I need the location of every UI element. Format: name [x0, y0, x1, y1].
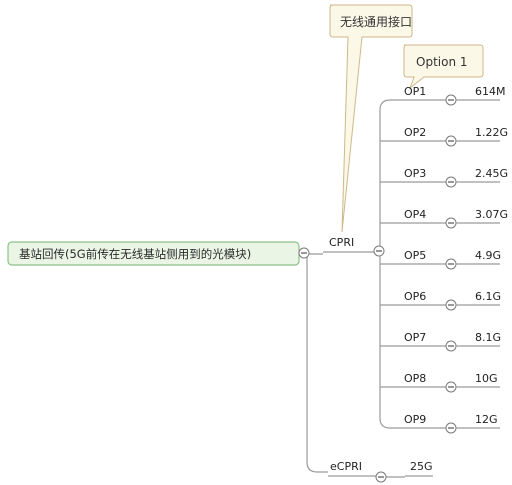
cpri-callout-bubble [329, 4, 413, 233]
op-value-label: 3.07G [475, 208, 508, 221]
op1-callout-bubble [403, 44, 484, 90]
op-value-label: 2.45G [475, 167, 508, 180]
op-value-label: 12G [475, 413, 498, 426]
cpri-topic[interactable]: CPRI [323, 236, 374, 253]
op-topic-label: OP3 [404, 167, 426, 180]
op-topic-op7[interactable]: OP7 [400, 331, 446, 347]
op-value-label: 10G [475, 372, 498, 385]
ecpri-collapse-toggle[interactable] [375, 471, 387, 483]
cpri-callout: 无线通用接口 [329, 4, 413, 233]
op-topic-label: OP7 [404, 331, 426, 344]
root-topic-label: 基站回传(5G前传在无线基站侧用到的光模块) [19, 247, 251, 261]
op3-collapse-toggle[interactable] [445, 176, 457, 188]
root-topic[interactable]: 基站回传(5G前传在无线基站侧用到的光模块) [7, 241, 300, 266]
cpri-children-list: OP1 614M OP2 1.22G OP3 2.45G OP4 3.07G OP5 4.9G OP… [400, 85, 508, 434]
op9-value-topic[interactable]: 12G [456, 413, 500, 429]
op-topic-op5[interactable]: OP5 [400, 249, 446, 265]
op-topic-label: OP2 [404, 126, 426, 139]
op-topic-label: OP1 [404, 85, 426, 98]
ecpri-topic[interactable]: eCPRI [328, 460, 378, 477]
op-topic-op9[interactable]: OP9 [400, 413, 446, 429]
cpri-callout-text: 无线通用接口 [340, 14, 412, 29]
ecpri-topic-label: eCPRI [330, 460, 362, 473]
op6-value-topic[interactable]: 6.1G [456, 290, 501, 306]
op8-collapse-toggle[interactable] [445, 381, 457, 393]
op-topic-label: OP4 [404, 208, 426, 221]
op2-collapse-toggle[interactable] [445, 135, 457, 147]
op-topic-op1[interactable]: OP1 [400, 85, 446, 101]
op3-value-topic[interactable]: 2.45G [456, 167, 508, 183]
cpri-topic-label: CPRI [329, 236, 354, 249]
op-value-label: 4.9G [475, 249, 501, 262]
op-value-label: 6.1G [475, 290, 501, 303]
op5-collapse-toggle[interactable] [445, 258, 457, 270]
op6-collapse-toggle[interactable] [445, 299, 457, 311]
op7-collapse-toggle[interactable] [445, 340, 457, 352]
op1-value-topic[interactable]: 614M [456, 85, 506, 101]
op-topic-op2[interactable]: OP2 [400, 126, 446, 142]
op-topic-label: OP8 [404, 372, 426, 385]
op-topic-op4[interactable]: OP4 [400, 208, 446, 224]
op9-collapse-toggle[interactable] [445, 422, 457, 434]
op1-callout: Option 1 [403, 44, 484, 90]
op1-callout-text: Option 1 [416, 55, 468, 69]
connector-root-ecpri [306, 254, 328, 473]
op7-value-topic[interactable]: 8.1G [456, 331, 501, 347]
op-value-label: 8.1G [475, 331, 501, 344]
root-collapse-toggle[interactable] [298, 247, 310, 259]
op-value-label: 614M [475, 85, 506, 98]
op-topic-label: OP6 [404, 290, 426, 303]
op4-value-topic[interactable]: 3.07G [456, 208, 508, 224]
op8-value-topic[interactable]: 10G [456, 372, 500, 388]
op-value-label: 1.22G [475, 126, 508, 139]
op2-value-topic[interactable]: 1.22G [456, 126, 508, 142]
op-topic-op3[interactable]: OP3 [400, 167, 446, 183]
op1-collapse-toggle[interactable] [445, 94, 457, 106]
op4-collapse-toggle[interactable] [445, 217, 457, 229]
op5-value-topic[interactable]: 4.9G [456, 249, 501, 265]
op-topic-label: OP5 [404, 249, 426, 262]
ecpri-child-25g[interactable]: 25G [405, 460, 433, 477]
op-topic-op6[interactable]: OP6 [400, 290, 446, 306]
op-topic-label: OP9 [404, 413, 426, 426]
cpri-children-connectors [379, 99, 400, 429]
cpri-collapse-toggle[interactable] [373, 245, 385, 257]
ecpri-child-25g-label: 25G [410, 460, 433, 473]
op-topic-op8[interactable]: OP8 [400, 372, 446, 388]
